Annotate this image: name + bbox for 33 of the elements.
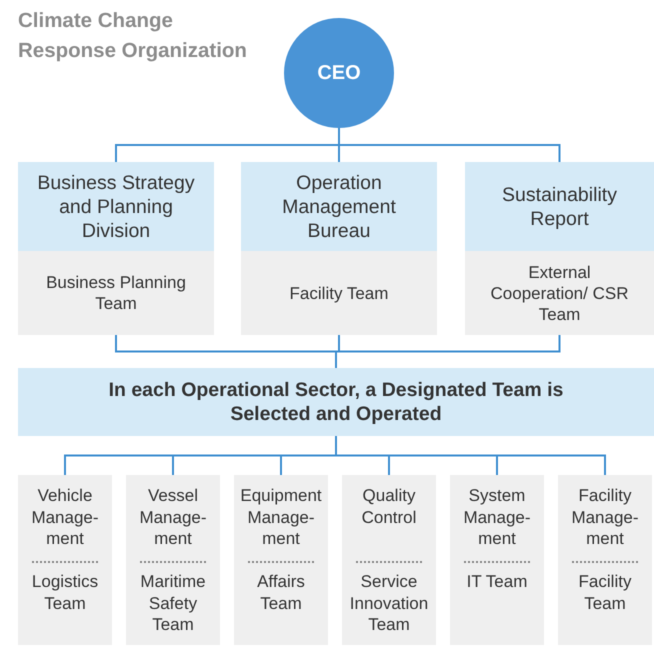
team-box	[558, 475, 652, 645]
team-name: Maritime Safety Team	[139, 571, 207, 636]
team-name: External Cooperation/ CSR Team	[490, 262, 630, 324]
team-name: Affairs Team	[256, 571, 306, 614]
department-name: Equipment Manage- ment	[239, 485, 323, 550]
sector-band	[18, 368, 654, 436]
department-name: Facility Manage- ment	[570, 485, 640, 550]
team-name: Business Planning Team	[45, 272, 187, 314]
connector-line	[335, 436, 606, 475]
team-box	[126, 475, 220, 645]
team-name: Logistics Team	[30, 571, 100, 614]
division-column	[18, 162, 214, 335]
department-name: Vehicle Manage- ment	[30, 485, 100, 550]
team-box	[18, 475, 112, 645]
division-header: Sustainability Report	[465, 162, 654, 251]
division-column	[465, 162, 654, 335]
position-title: CEO	[317, 62, 361, 84]
division-column	[241, 162, 437, 335]
team-name: IT Team	[466, 571, 528, 592]
department-name: System Manage- ment	[462, 485, 532, 550]
division-header: Business Strategy and Planning Division	[18, 162, 214, 251]
department-name: Vessel Manage- ment	[138, 485, 208, 550]
band-text: In each Operational Sector, a Designated Team is Selected and Operated	[108, 378, 564, 426]
team-box	[342, 475, 436, 645]
team-box	[450, 475, 544, 645]
department-name: Quality Control	[360, 485, 418, 528]
team-box	[234, 475, 328, 645]
title: Climate Change Response Organization	[18, 8, 248, 64]
team-name: Facility Team	[288, 282, 390, 304]
team-name: Service Innovation Team	[348, 571, 430, 636]
team-name: Facility Team	[578, 571, 632, 614]
connector-line	[338, 128, 560, 162]
division-header: Operation Management Bureau	[241, 162, 437, 251]
